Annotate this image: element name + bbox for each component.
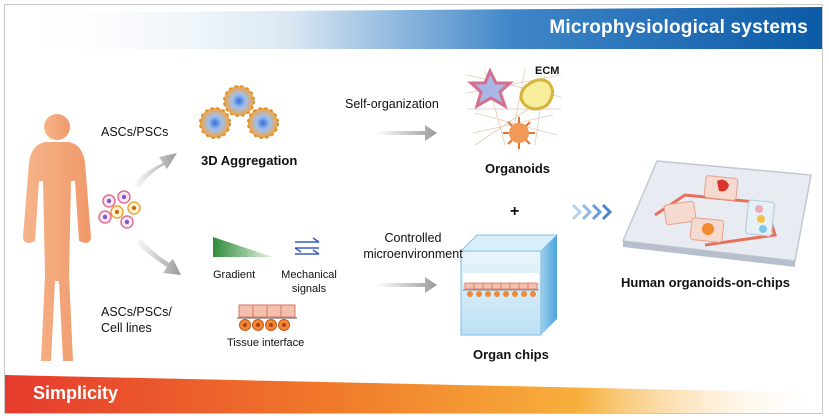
footer-gradient: [5, 375, 822, 413]
gradient-icon: [213, 237, 273, 257]
header-bar: Microphysiological systems: [5, 5, 822, 49]
plus-sign: +: [510, 203, 520, 220]
source-label-lower-line2: Cell lines: [101, 321, 152, 335]
header-gradient: [5, 7, 822, 49]
aggregation-label: 3D Aggregation: [201, 153, 298, 168]
chevrons-icon: [571, 203, 613, 221]
chip-icon: [459, 234, 559, 336]
tissue-interface-label: Tissue interface: [227, 337, 305, 349]
organoids-label: Organoids: [485, 161, 551, 176]
arrow-right-lower-icon: [375, 277, 437, 293]
mechanical-signals-icon: [294, 237, 320, 255]
result-label: Human organoids-on-chips: [621, 275, 790, 290]
diagram-art: [23, 67, 812, 361]
gradient-label: Gradient: [213, 269, 256, 281]
spheroid-icon: [199, 85, 279, 139]
ecm-label: ECM: [535, 65, 560, 77]
source-label-lower-line1: ASCs/PSCs/: [101, 305, 172, 319]
human-body-icon: [23, 114, 91, 361]
controlled-label-line1: Controlled: [384, 231, 442, 245]
organoids-on-chip-icon: [621, 160, 812, 267]
controlled-label-line2: microenvironment: [363, 247, 463, 261]
mechanical-label-line2: signals: [291, 283, 327, 295]
footer-bar: Simplicity: [5, 375, 822, 413]
arrow-down-icon: [135, 239, 181, 275]
mechanical-label-line1: Mechanical: [281, 269, 337, 281]
footer-title: Simplicity: [33, 383, 119, 403]
organ-chips-label: Organ chips: [473, 347, 549, 362]
figure-frame: Microphysiological systems: [4, 4, 823, 414]
source-label-upper: ASCs/PSCs: [101, 125, 169, 139]
arrow-up-icon: [133, 153, 177, 188]
header-title: Microphysiological systems: [549, 17, 808, 38]
tissue-interface-icon: [237, 304, 297, 331]
self-organization-label: Self-organization: [345, 97, 439, 111]
arrow-right-icon: [375, 125, 437, 141]
organoid-icon: [466, 67, 562, 149]
cells-icon: [98, 190, 141, 229]
